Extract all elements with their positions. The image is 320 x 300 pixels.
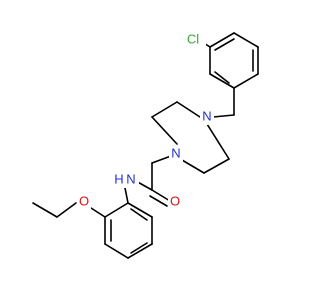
bond bbox=[90, 207, 106, 218]
bond bbox=[214, 38, 235, 51]
bond bbox=[176, 101, 201, 118]
bond bbox=[209, 73, 235, 89]
atom-background bbox=[115, 171, 139, 188]
bond bbox=[127, 202, 153, 218]
amide-hydrogen: H bbox=[114, 172, 123, 187]
chlorine-atom: Cl bbox=[187, 32, 199, 47]
bond bbox=[151, 155, 172, 164]
bond bbox=[151, 116, 178, 145]
bond bbox=[209, 32, 235, 48]
bond bbox=[32, 202, 58, 218]
bond bbox=[151, 101, 178, 118]
bond bbox=[104, 202, 129, 218]
atom-background bbox=[180, 31, 206, 48]
bond bbox=[233, 73, 259, 89]
atom-background bbox=[77, 193, 91, 210]
atom-background bbox=[169, 145, 183, 162]
piperazine-nitrogen-top: N bbox=[202, 109, 211, 124]
bond bbox=[203, 158, 230, 174]
atom-background bbox=[200, 108, 214, 125]
bond bbox=[56, 202, 77, 218]
bond bbox=[124, 187, 129, 204]
atom-background bbox=[168, 193, 182, 210]
bond bbox=[233, 32, 259, 48]
carbonyl-oxygen: O bbox=[170, 194, 180, 209]
bond bbox=[206, 123, 230, 160]
bond bbox=[151, 189, 171, 202]
molecule-canvas: Cl N N H N O O bbox=[32, 31, 259, 259]
bond bbox=[181, 159, 205, 174]
bond bbox=[149, 195, 168, 207]
piperazine-nitrogen-left: N bbox=[171, 146, 180, 161]
bond bbox=[130, 242, 148, 254]
amide-nitrogen: N bbox=[126, 172, 135, 187]
bond bbox=[127, 243, 153, 259]
bond bbox=[104, 243, 129, 259]
ether-oxygen: O bbox=[79, 194, 89, 209]
bond bbox=[214, 71, 230, 84]
bond-layer bbox=[32, 32, 259, 259]
structure-diagram: Cl N N H N O O bbox=[32, 31, 259, 259]
bond bbox=[212, 114, 235, 118]
bond bbox=[130, 208, 148, 221]
atom-label-layer: Cl N N H N O O bbox=[77, 31, 214, 210]
